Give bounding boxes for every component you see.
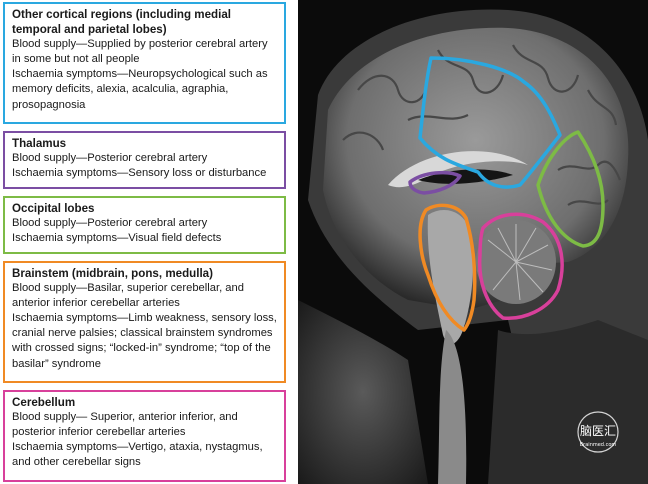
watermark-logo: 脑医汇 Brainmed.com — [577, 411, 619, 453]
thalamus-title: Thalamus — [12, 137, 67, 150]
occipital-lobes-title: Occipital lobes — [12, 202, 95, 215]
legend-panel: Other cortical regions (including medial… — [0, 0, 292, 484]
spinal-cord — [438, 330, 467, 484]
watermark-text: 脑医汇 — [580, 424, 616, 438]
cortical-blood-supply: Blood supply—Supplied by posterior cereb… — [12, 38, 268, 66]
brainstem-ischaemia-symptoms: Ischaemia symptoms—Limb weakness, sensor… — [12, 312, 277, 370]
occipital-lobe-outline — [536, 130, 605, 248]
occipital-lobes-box: Occipital lobes Blood supply—Posterior c… — [3, 196, 286, 254]
brainstem-title: Brainstem (midbrain, pons, medulla) — [12, 267, 213, 280]
thalamus-outline — [408, 170, 462, 195]
brainstem-blood-supply: Blood supply—Basilar, superior cerebella… — [12, 282, 244, 310]
cerebrum — [323, 27, 629, 311]
occipital-blood-supply: Blood supply—Posterior cerebral artery — [12, 217, 208, 230]
mri-sagittal-image — [298, 0, 648, 484]
brainstem-outline — [418, 203, 477, 332]
mri-illustration — [298, 0, 648, 484]
watermark-subtext: Brainmed.com — [580, 442, 617, 448]
cerebellum-outline — [477, 212, 564, 320]
occipital-ischaemia-symptoms: Ischaemia symptoms—Visual field defects — [12, 232, 222, 245]
thalamus-ischaemia-symptoms: Ischaemia symptoms—Sensory loss or distu… — [12, 167, 267, 180]
gyri-texture — [342, 44, 622, 206]
brainstem — [427, 210, 474, 345]
thalamus-blood-supply: Blood supply—Posterior cerebral artery — [12, 152, 208, 165]
cerebellum-ischaemia-symptoms: Ischaemia symptoms—Vertigo, ataxia, nyst… — [12, 441, 263, 469]
cerebellum-box: Cerebellum Blood supply— Superior, anter… — [3, 390, 286, 482]
cortical-regions-box: Other cortical regions (including medial… — [3, 2, 286, 124]
arbor-vitae — [487, 224, 553, 301]
cortical-ischaemia-symptoms: Ischaemia symptoms—Neuropsychological su… — [12, 68, 268, 111]
thalamus-box: Thalamus Blood supply—Posterior cerebral… — [3, 131, 286, 189]
neck-tissue — [298, 300, 428, 484]
cerebellum-title: Cerebellum — [12, 396, 76, 409]
cortical-regions-title: Other cortical regions (including medial… — [12, 8, 232, 37]
posterior-neck — [488, 320, 648, 484]
brainstem-box: Brainstem (midbrain, pons, medulla) Bloo… — [3, 261, 286, 383]
cerebellum-blood-supply: Blood supply— Superior, anterior inferio… — [12, 411, 238, 439]
cortical-region-outline — [418, 56, 562, 189]
